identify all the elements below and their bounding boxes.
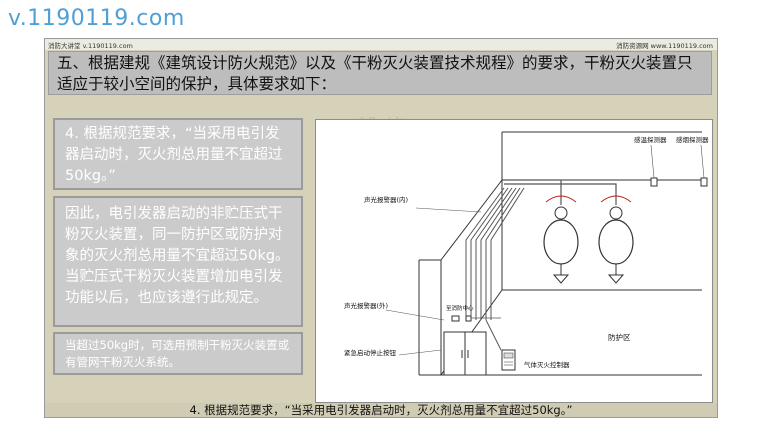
explanation-box: 因此，电引发器启动的非贮压式干粉灭火装置，同一防护区或防护对象的灭火剂总用量不宜… [53,196,303,327]
temp-detector-icon [650,177,658,187]
protected-zone-door [443,331,487,376]
label-temp-detector: 感温探测器 [634,135,667,144]
site-watermark: v.1190119.com [8,6,185,31]
rule-quote-box: 4. 根据规范要求，“当采用电引发器启动时，灭火剂总用量不宜超过50kg。” [53,118,303,190]
slide-frame: 消防大讲堂 v.1190119.com 消防资源网 www.1190119.co… [44,38,718,418]
label-smoke-detector: 感烟探测器 [676,135,709,144]
gas-controller-icon [501,349,516,371]
label-emergency-button: 紧急启动停止按钮 [344,348,397,357]
label-alarm-outer: 声光报警器(外) [344,301,388,310]
slide-heading: 五、根据建规《建筑设计防火规范》以及《干粉灭火装置技术规程》的要求，干粉灭火装置… [48,51,712,95]
bottom-caption: 4. 根据规范要求，“当采用电引发器启动时，灭火剂总用量不宜超过50kg。” [45,403,717,417]
label-control-center: 至消防中心 [446,304,474,312]
top-bar-right-text: 消防资源网 www.1190119.com [616,42,713,50]
outer-alarm-icon [451,315,460,322]
installation-diagram-svg: 感温探测器 感烟探测器 声光报警器(内) 声光报警器(外) 至消防中心 防护区 … [344,131,709,376]
smoke-detector-icon [700,177,708,187]
label-protected-zone: 防护区 [608,332,631,342]
label-alarm-inner: 声光报警器(内) [364,195,408,204]
emergency-button-icon [465,315,472,322]
label-gas-controller: 气体灭火控制器 [524,360,570,369]
extinguisher-unit-right [598,192,634,284]
slide-top-bar: 消防大讲堂 v.1190119.com 消防资源网 www.1190119.co… [45,39,717,50]
extinguisher-unit-left [543,190,579,284]
top-bar-left-text: 消防大讲堂 v.1190119.com [48,42,133,50]
alternative-note-box: 当超过50kg时，可选用预制干粉灭火装置或有管网干粉灭火系统。 [53,332,303,375]
installation-diagram: 感温探测器 感烟探测器 声光报警器(内) 声光报警器(外) 至消防中心 防护区 … [315,119,713,403]
